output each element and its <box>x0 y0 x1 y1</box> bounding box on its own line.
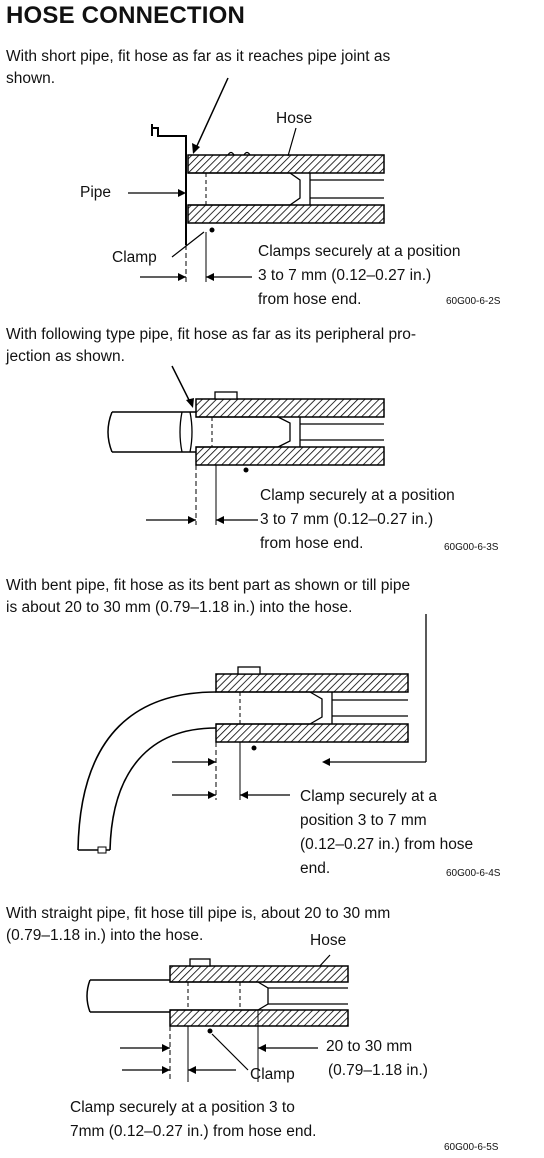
caption-line: 3 to 7 mm (0.12–0.27 in.) <box>258 267 432 284</box>
intro-line: shown. <box>6 70 56 87</box>
clamp-label: Clamp <box>250 1066 295 1083</box>
caption-line: position 3 to 7 mm <box>300 812 427 829</box>
range-label: (0.79–1.18 in.) <box>328 1062 428 1079</box>
pipe-label: Pipe <box>80 184 112 201</box>
figure-following-pipe <box>107 365 385 525</box>
clamp-label: Clamp <box>112 249 157 266</box>
hose-label: Hose <box>310 932 347 949</box>
caption-line: Clamps securely at a position <box>258 243 461 260</box>
caption-line: 7mm (0.12–0.27 in.) from hose end. <box>70 1123 317 1140</box>
figure-short-pipe <box>128 77 385 282</box>
caption-line: end. <box>300 860 331 877</box>
caption-line: (0.12–0.27 in.) from hose <box>300 836 474 853</box>
section1-intro: With short pipe, fit hose as far as it r… <box>6 46 390 90</box>
caption-line: 3 to 7 mm (0.12–0.27 in.) <box>260 511 434 528</box>
intro-line: jection as shown. <box>6 348 125 365</box>
figure-bent-pipe <box>77 614 427 854</box>
caption-line: from hose end. <box>258 291 362 308</box>
section4-intro: With straight pipe, fit hose till pipe i… <box>6 903 390 947</box>
section2-caption: Clamp securely at a position 3 to 7 mm (… <box>260 484 455 556</box>
page-title: HOSE CONNECTION <box>6 2 246 29</box>
section1-caption: Clamps securely at a position 3 to 7 mm … <box>258 240 460 312</box>
caption-line: Clamp securely at a <box>300 788 437 805</box>
section3-intro: With bent pipe, fit hose as its bent par… <box>6 575 410 619</box>
caption-line: from hose end. <box>260 535 364 552</box>
section2-intro: With following type pipe, fit hose as fa… <box>6 324 416 368</box>
caption-line: Clamp securely at a position <box>260 487 455 504</box>
intro-line: With following type pipe, fit hose as fa… <box>6 326 417 343</box>
intro-line: With short pipe, fit hose as far as it r… <box>6 48 391 65</box>
intro-line: is about 20 to 30 mm (0.79–1.18 in.) int… <box>6 599 353 616</box>
figure-code: 60G00-6-4S <box>446 868 501 879</box>
intro-line: With straight pipe, fit hose till pipe i… <box>6 905 391 922</box>
figure-code: 60G00-6-5S <box>444 1142 499 1153</box>
intro-line: (0.79–1.18 in.) into the hose. <box>6 927 204 944</box>
hose-label: Hose <box>276 110 313 127</box>
caption-line: Clamp securely at a position 3 to <box>70 1099 295 1116</box>
section4-caption: Clamp securely at a position 3 to 7mm (0… <box>70 1096 316 1144</box>
range-label: 20 to 30 mm <box>326 1038 413 1055</box>
section3-caption: Clamp securely at a position 3 to 7 mm (… <box>300 785 473 881</box>
figure-code: 60G00-6-2S <box>446 296 501 307</box>
intro-line: With bent pipe, fit hose as its bent par… <box>6 577 411 594</box>
figure-code: 60G00-6-3S <box>444 542 499 553</box>
